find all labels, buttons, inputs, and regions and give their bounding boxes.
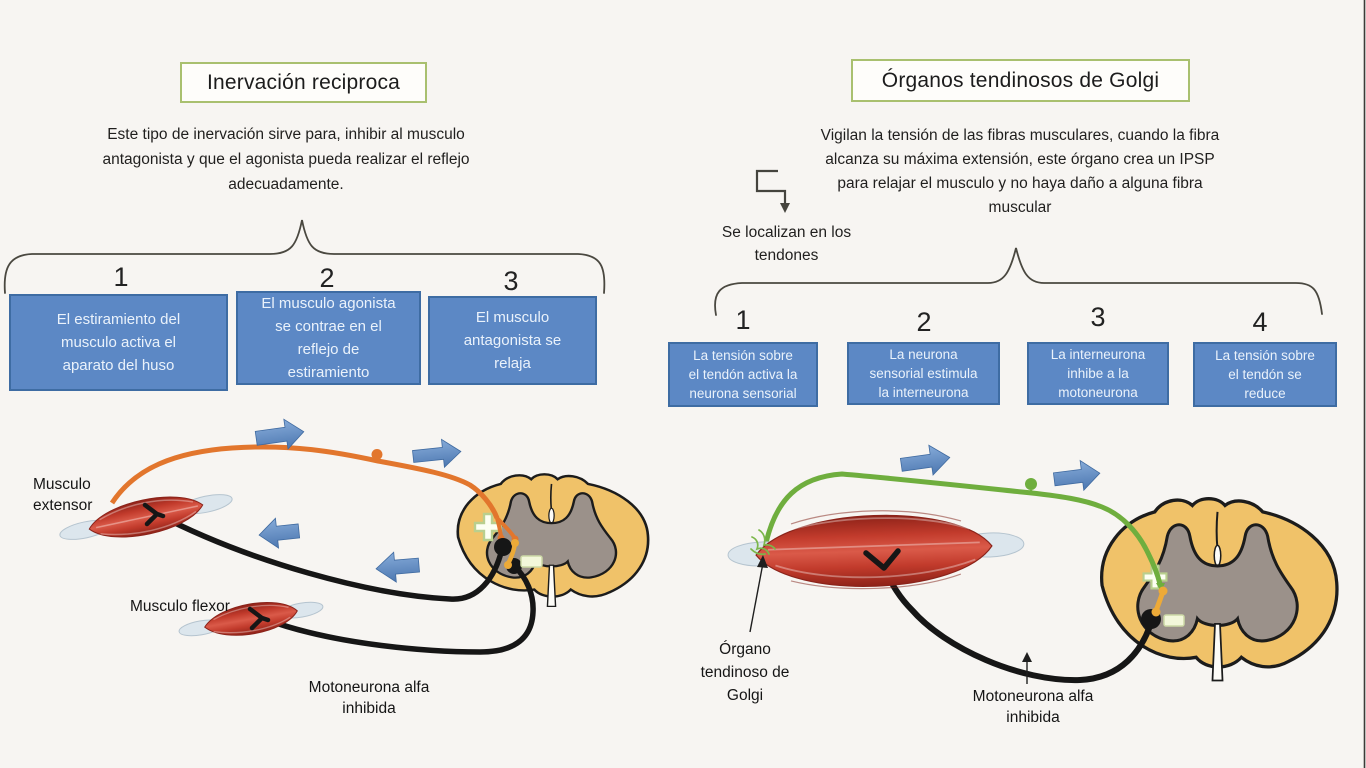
right-muscle	[727, 510, 1025, 590]
left-motoneuron-extensor-nerve	[142, 502, 512, 602]
right-afferent-arrow-2	[1052, 459, 1101, 492]
right-description: Vigilan la tensión de las fibras muscula…	[820, 127, 1220, 216]
left-section-title: Inervación reciproca	[180, 62, 427, 103]
left-step-number-2: 2	[319, 263, 335, 293]
right-section-title: Órganos tendinosos de Golgi	[851, 59, 1190, 102]
flexor-muscle	[178, 601, 324, 637]
left-step-box-3: El musculo antagonista se relaja	[428, 296, 597, 385]
location-elbow-arrow	[755, 169, 790, 213]
left-motoneuron-label: Motoneurona alfa inhibida	[308, 679, 430, 717]
right-step-number-3: 3	[1090, 302, 1106, 332]
right-motoneuron-label-arrow	[1022, 652, 1032, 684]
right-motoneuron-label: Motoneurona alfa inhibida	[972, 688, 1094, 726]
right-step-box-3-text: La interneurona inhibe a la motoneurona	[1050, 347, 1146, 400]
left-inhibitory-minus-icon	[520, 555, 543, 568]
extensor-nmj-fork-icon	[142, 502, 166, 527]
right-step-number-4: 4	[1252, 307, 1268, 337]
left-afferent-arrow-1	[254, 418, 305, 450]
extensor-muscle-label: Musculo extensor	[33, 476, 93, 514]
right-steps-brace	[714, 247, 1323, 316]
flexor-nmj-fork-icon	[247, 606, 271, 631]
golgi-organ-label: Órgano tendinoso de Golgi	[700, 641, 790, 704]
right-golgi-afferent-green-nerve	[763, 471, 1165, 592]
right-inhibitory-interneuron	[1151, 586, 1168, 617]
right-inhibitory-minus-icon	[1163, 614, 1185, 627]
right-section-title-text: Órganos tendinosos de Golgi	[881, 68, 1160, 92]
right-step-box-3: La interneurona inhibe a la motoneurona	[1027, 342, 1169, 405]
left-section-title-text: Inervación reciproca	[206, 70, 401, 94]
golgi-tendon-organ-icon	[750, 529, 776, 556]
left-afferent-arrow-2	[412, 438, 462, 469]
left-step-box-2: El musculo agonista se contrae en el ref…	[236, 291, 421, 385]
left-efferent-arrow-1	[258, 517, 301, 549]
left-description: Este tipo de inervación sirve para, inhi…	[102, 126, 470, 193]
left-efferent-arrow-2	[375, 551, 420, 583]
left-step-box-1-text: El estiramiento del musculo activa el ap…	[56, 311, 181, 374]
flexor-muscle-label: Musculo flexor	[130, 598, 230, 615]
right-step-number-2: 2	[916, 307, 932, 337]
right-step-box-4-text: La tensión sobre el tendón se reduce	[1215, 348, 1315, 401]
left-inhibitory-interneuron	[504, 539, 519, 569]
flow-arrows	[254, 418, 1101, 583]
golgi-label-arrow	[749, 555, 768, 633]
right-step-number-1: 1	[735, 305, 751, 335]
left-step-number-1: 1	[113, 262, 129, 292]
extensor-muscle	[59, 494, 233, 540]
location-note: Se localizan en los tendones	[721, 224, 852, 264]
right-afferent-arrow-1	[899, 444, 951, 476]
right-step-box-1: La tensión sobre el tendón activa la neu…	[668, 342, 818, 407]
right-nmj-fork-icon	[863, 548, 901, 571]
left-step-number-3: 3	[503, 266, 519, 296]
left-step-box-1: El estiramiento del musculo activa el ap…	[9, 294, 228, 391]
left-step-box-3-text: El musculo antagonista se relaja	[463, 309, 562, 372]
right-step-box-2: La neurona sensorial estimula la interne…	[847, 342, 1000, 405]
right-step-box-4: La tensión sobre el tendón se reduce	[1193, 342, 1337, 407]
right-step-box-2-text: La neurona sensorial estimula la interne…	[869, 347, 978, 400]
left-step-box-2-text: El musculo agonista se contrae en el ref…	[261, 295, 396, 381]
right-step-box-1-text: La tensión sobre el tendón activa la neu…	[688, 348, 798, 401]
left-steps-brace	[3, 219, 606, 294]
